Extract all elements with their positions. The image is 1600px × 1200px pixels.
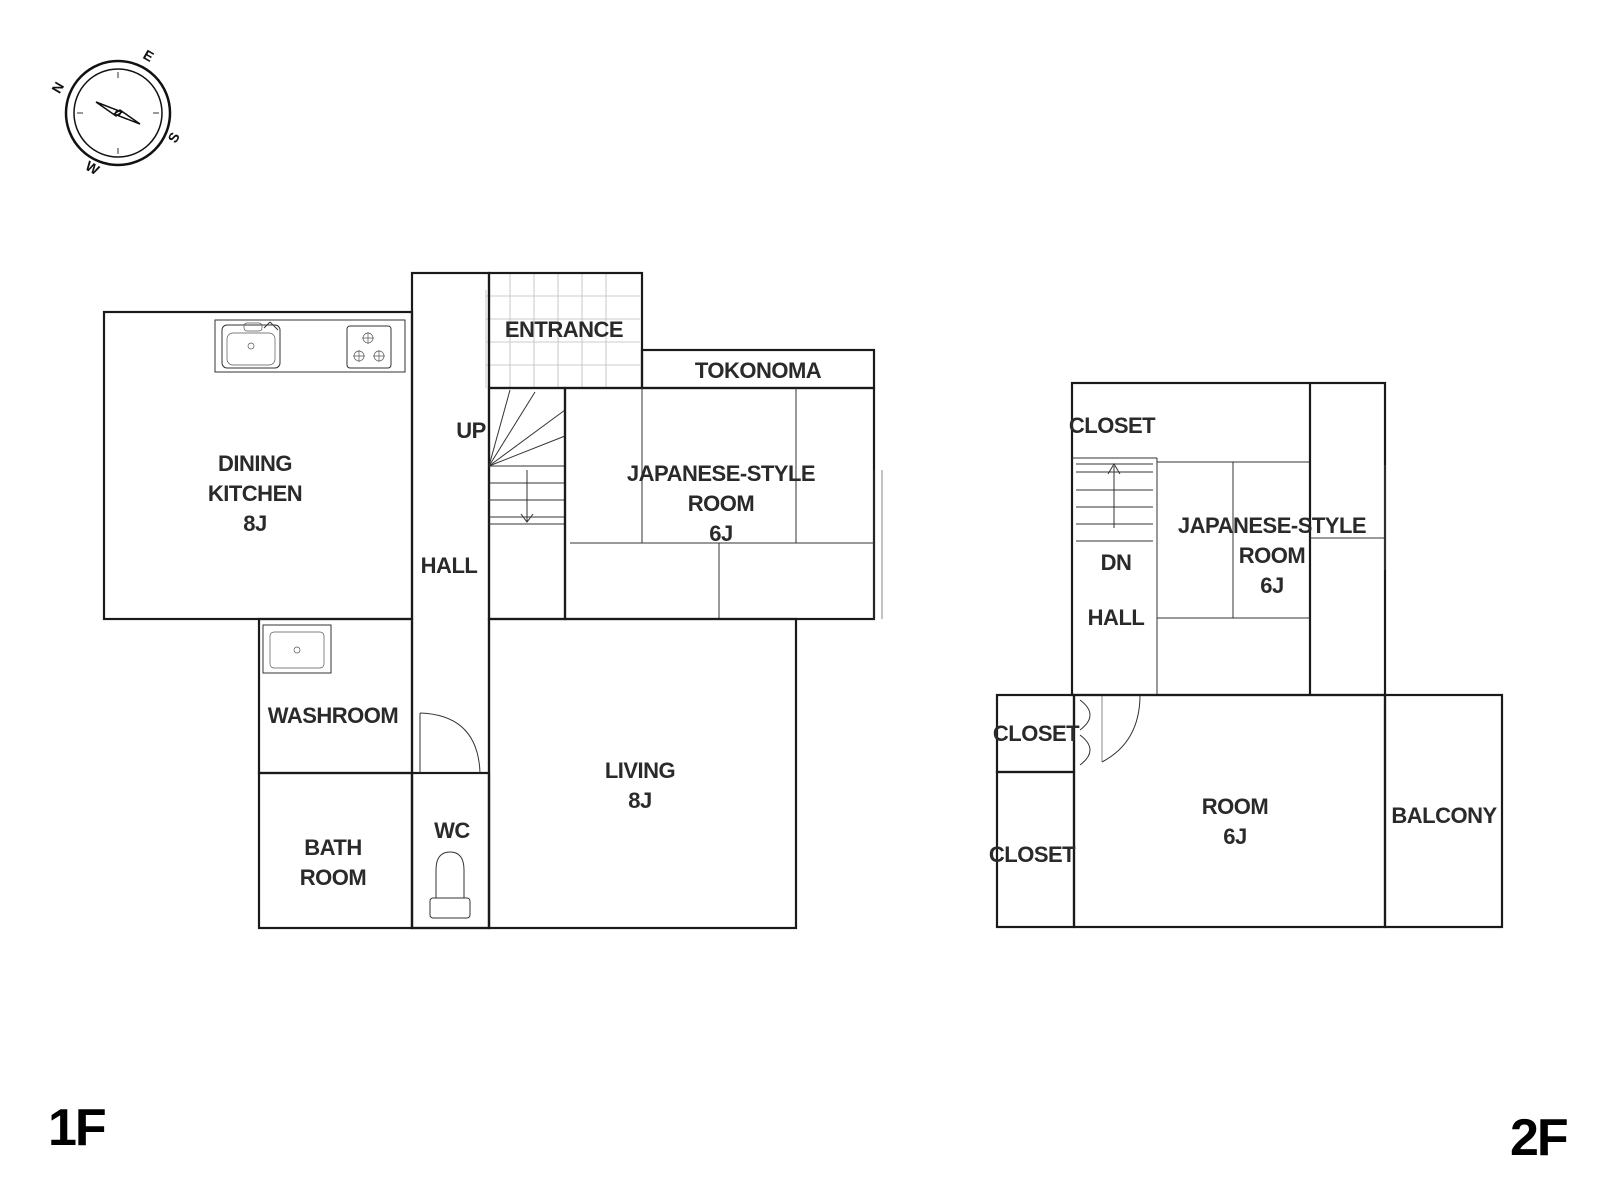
label-living: LIVING [605, 758, 675, 783]
label-entrance: ENTRANCE [505, 317, 623, 342]
floor-2-label: 2F [1510, 1109, 1567, 1167]
label-closet-bottom-2f: CLOSET [989, 842, 1076, 867]
label-room-2f: ROOM [1202, 794, 1268, 819]
kitchen-sink-icon [221, 324, 281, 369]
label-dining: DINING [218, 451, 292, 476]
floor-1-plan [102, 271, 883, 930]
compass-s-label: S [164, 129, 183, 145]
washbasin-icon [262, 624, 332, 674]
washroom-room [257, 617, 414, 775]
label-closet-mid-2f: CLOSET [993, 721, 1080, 746]
living-room [487, 617, 798, 930]
floor-1-label: 1F [48, 1099, 105, 1157]
label-room-2f-size: 6J [1223, 824, 1246, 849]
label-japanese-1f: JAPANESE-STYLE [627, 461, 815, 486]
label-wc: WC [434, 818, 470, 843]
label-tokonoma: TOKONOMA [695, 358, 822, 383]
compass-e-label: E [140, 46, 156, 65]
stairs-1f [487, 386, 567, 621]
stairs-2f [1076, 463, 1153, 542]
label-japanese-2f-size: 6J [1260, 573, 1283, 598]
floor-2-plan [995, 381, 1504, 929]
wc-room [410, 771, 491, 930]
wc-door-swing [419, 712, 481, 774]
label-dn: DN [1101, 550, 1132, 575]
label-living-size: 8J [628, 788, 651, 813]
label-japanese-1f-room: ROOM [688, 491, 754, 516]
label-bath: BATH [304, 835, 361, 860]
label-washroom: WASHROOM [268, 703, 398, 728]
label-japanese-1f-size: 6J [709, 521, 732, 546]
label-closet-top-2f: CLOSET [1069, 413, 1156, 438]
label-japanese-2f-room: ROOM [1239, 543, 1305, 568]
label-hall-1f: HALL [421, 553, 478, 578]
entrance-tiles [485, 273, 640, 388]
kitchen-counter [214, 319, 406, 373]
label-dining-size: 8J [243, 511, 266, 536]
label-kitchen: KITCHEN [208, 481, 302, 506]
label-balcony: BALCONY [1391, 803, 1497, 828]
stove-icon [346, 325, 392, 369]
label-up: UP [456, 418, 486, 443]
label-bath-room: ROOM [300, 865, 366, 890]
label-japanese-2f: JAPANESE-STYLE [1178, 513, 1366, 538]
toilet-icon [429, 851, 471, 919]
compass-icon: N E S W [48, 46, 183, 178]
label-hall-2f: HALL [1088, 605, 1145, 630]
closet-door-swing [1079, 694, 1141, 766]
compass-n-label: N [48, 79, 67, 96]
balcony [1383, 693, 1504, 929]
